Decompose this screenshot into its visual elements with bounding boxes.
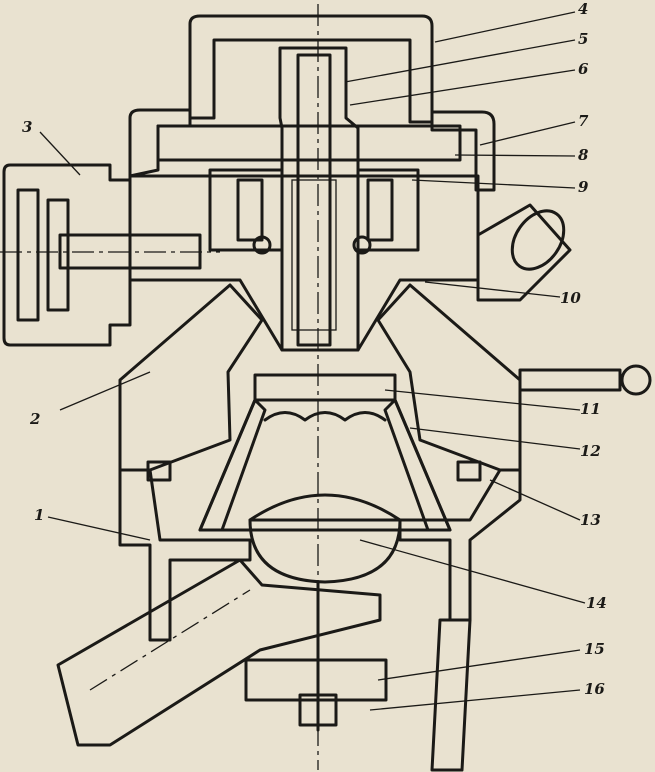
callout-6: 6 [578, 60, 589, 78]
callout-11: 11 [580, 400, 601, 418]
inlet-pipe [56, 558, 382, 747]
callout-16: 16 [584, 680, 605, 698]
callout-13: 13 [580, 511, 601, 529]
callout-labels: 1 2 3 4 5 6 7 8 9 10 11 12 13 14 15 16 [22, 0, 607, 698]
float-dome [248, 493, 402, 584]
callout-2: 2 [29, 410, 40, 428]
callout-14: 14 [586, 594, 607, 612]
housing [118, 283, 522, 472]
valve-block [128, 168, 480, 352]
callout-9: 9 [578, 178, 589, 196]
callout-3: 3 [22, 118, 32, 136]
diaphragm [198, 373, 452, 532]
cover-cap [188, 14, 434, 124]
lower-body [118, 460, 522, 642]
bottom-valve [244, 580, 388, 732]
callout-15: 15 [584, 640, 605, 658]
left-plug [2, 163, 202, 347]
central-stem [278, 46, 360, 352]
callout-10: 10 [560, 289, 581, 307]
callout-8: 8 [578, 146, 589, 164]
callout-4: 4 [578, 0, 588, 18]
callout-1: 1 [34, 506, 44, 524]
callout-5: 5 [578, 30, 588, 48]
callout-12: 12 [580, 442, 601, 460]
leader-lines [39, 11, 586, 711]
callout-7: 7 [578, 112, 589, 130]
side-rod [430, 364, 652, 772]
outlet-pipe [476, 203, 572, 302]
upper-flange [128, 108, 496, 192]
